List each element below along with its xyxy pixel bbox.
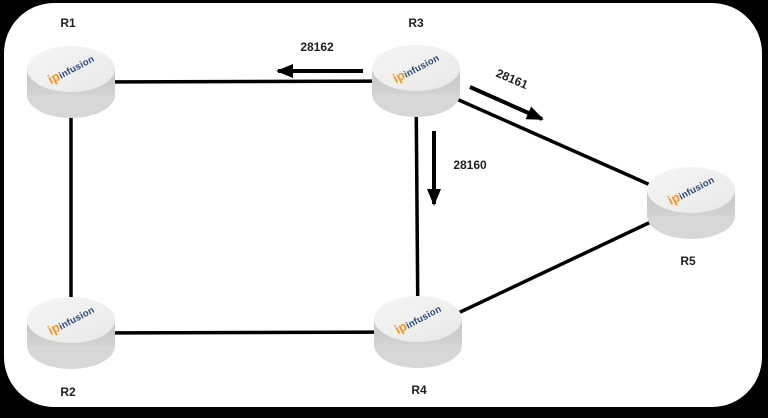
router-top	[374, 296, 462, 342]
router-top	[27, 46, 115, 92]
edge-label-28160: 28160	[453, 158, 487, 172]
link-r4-r5	[417, 201, 692, 334]
link-r3-r5	[415, 79, 692, 205]
router-r2: ipinfusion	[27, 297, 115, 369]
router-r1: ipinfusion	[27, 46, 115, 118]
node-label-r5: R5	[680, 254, 696, 268]
node-label-r3: R3	[408, 16, 424, 30]
router-top	[647, 167, 735, 213]
node-label-r1: R1	[60, 16, 76, 30]
router-r4: ipinfusion	[374, 296, 462, 368]
link-r2-r4	[70, 330, 419, 335]
router-top	[372, 45, 460, 91]
edge-label-28162: 28162	[300, 40, 334, 54]
link-r1-r3	[70, 79, 417, 84]
arrow-28161	[469, 85, 544, 121]
router-top	[27, 297, 115, 343]
link-r3-r4	[414, 80, 420, 333]
router-r3: ipinfusion	[372, 45, 460, 117]
node-label-r2: R2	[60, 385, 76, 399]
node-label-r4: R4	[411, 383, 427, 397]
router-r5: ipinfusion	[647, 167, 735, 239]
